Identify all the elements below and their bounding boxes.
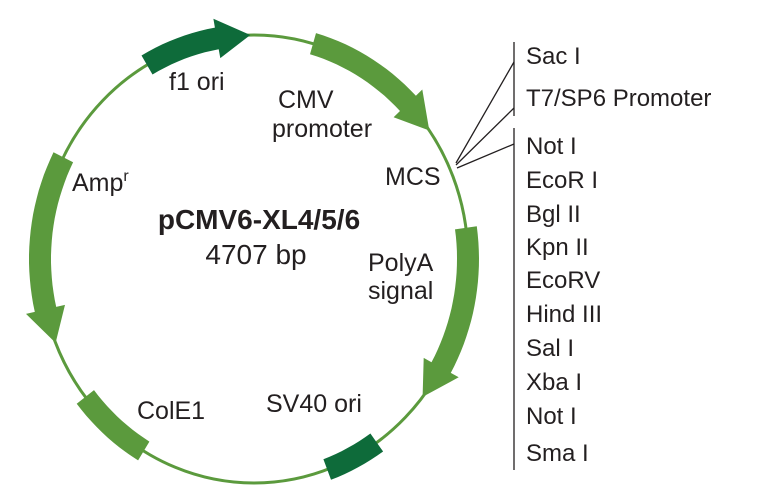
site-sac-i: Sac I — [526, 43, 581, 70]
cole1-block — [76, 390, 150, 461]
mcs-label: MCS — [385, 163, 441, 191]
f1-ori-arrow — [141, 18, 251, 75]
site-list-item: Kpn II — [526, 234, 589, 261]
site-list-item: Sma I — [526, 440, 589, 467]
cmv-promoter-arrow — [310, 33, 430, 131]
ampr-superscript: r — [123, 168, 129, 185]
site-list-item: Hind III — [526, 301, 602, 328]
site-list-item: Not I — [526, 403, 577, 430]
polya-label-line2: signal — [368, 277, 433, 305]
mcs-leader-lines — [455, 61, 515, 169]
site-list-item: EcoR I — [526, 167, 598, 194]
ampr-arrow — [26, 152, 74, 343]
polya-label-line1: PolyA — [368, 249, 434, 277]
site-t7-sp6-promoter: T7/SP6 Promoter — [526, 85, 711, 112]
cole1-label: ColE1 — [137, 397, 205, 425]
f1-ori-label: f1 ori — [169, 68, 225, 96]
sv40-ori-block — [323, 433, 384, 480]
plasmid-size: 4707 bp — [205, 239, 306, 270]
plasmid-name: pCMV6-XL4/5/6 — [158, 204, 360, 235]
site-list-item: Sal I — [526, 335, 574, 362]
cmv-label-line1: CMV — [278, 86, 334, 114]
ampr-label: Ampr — [72, 168, 129, 197]
cmv-label-line2: promoter — [272, 115, 372, 143]
polya-signal-arrow — [422, 226, 479, 397]
sv40-ori-label: SV40 ori — [266, 390, 362, 418]
site-list-item: Xba I — [526, 369, 582, 396]
site-list-item: EcoRV — [526, 267, 600, 294]
site-list-item: Bgl II — [526, 201, 581, 228]
site-list-item: Not I — [526, 133, 577, 160]
